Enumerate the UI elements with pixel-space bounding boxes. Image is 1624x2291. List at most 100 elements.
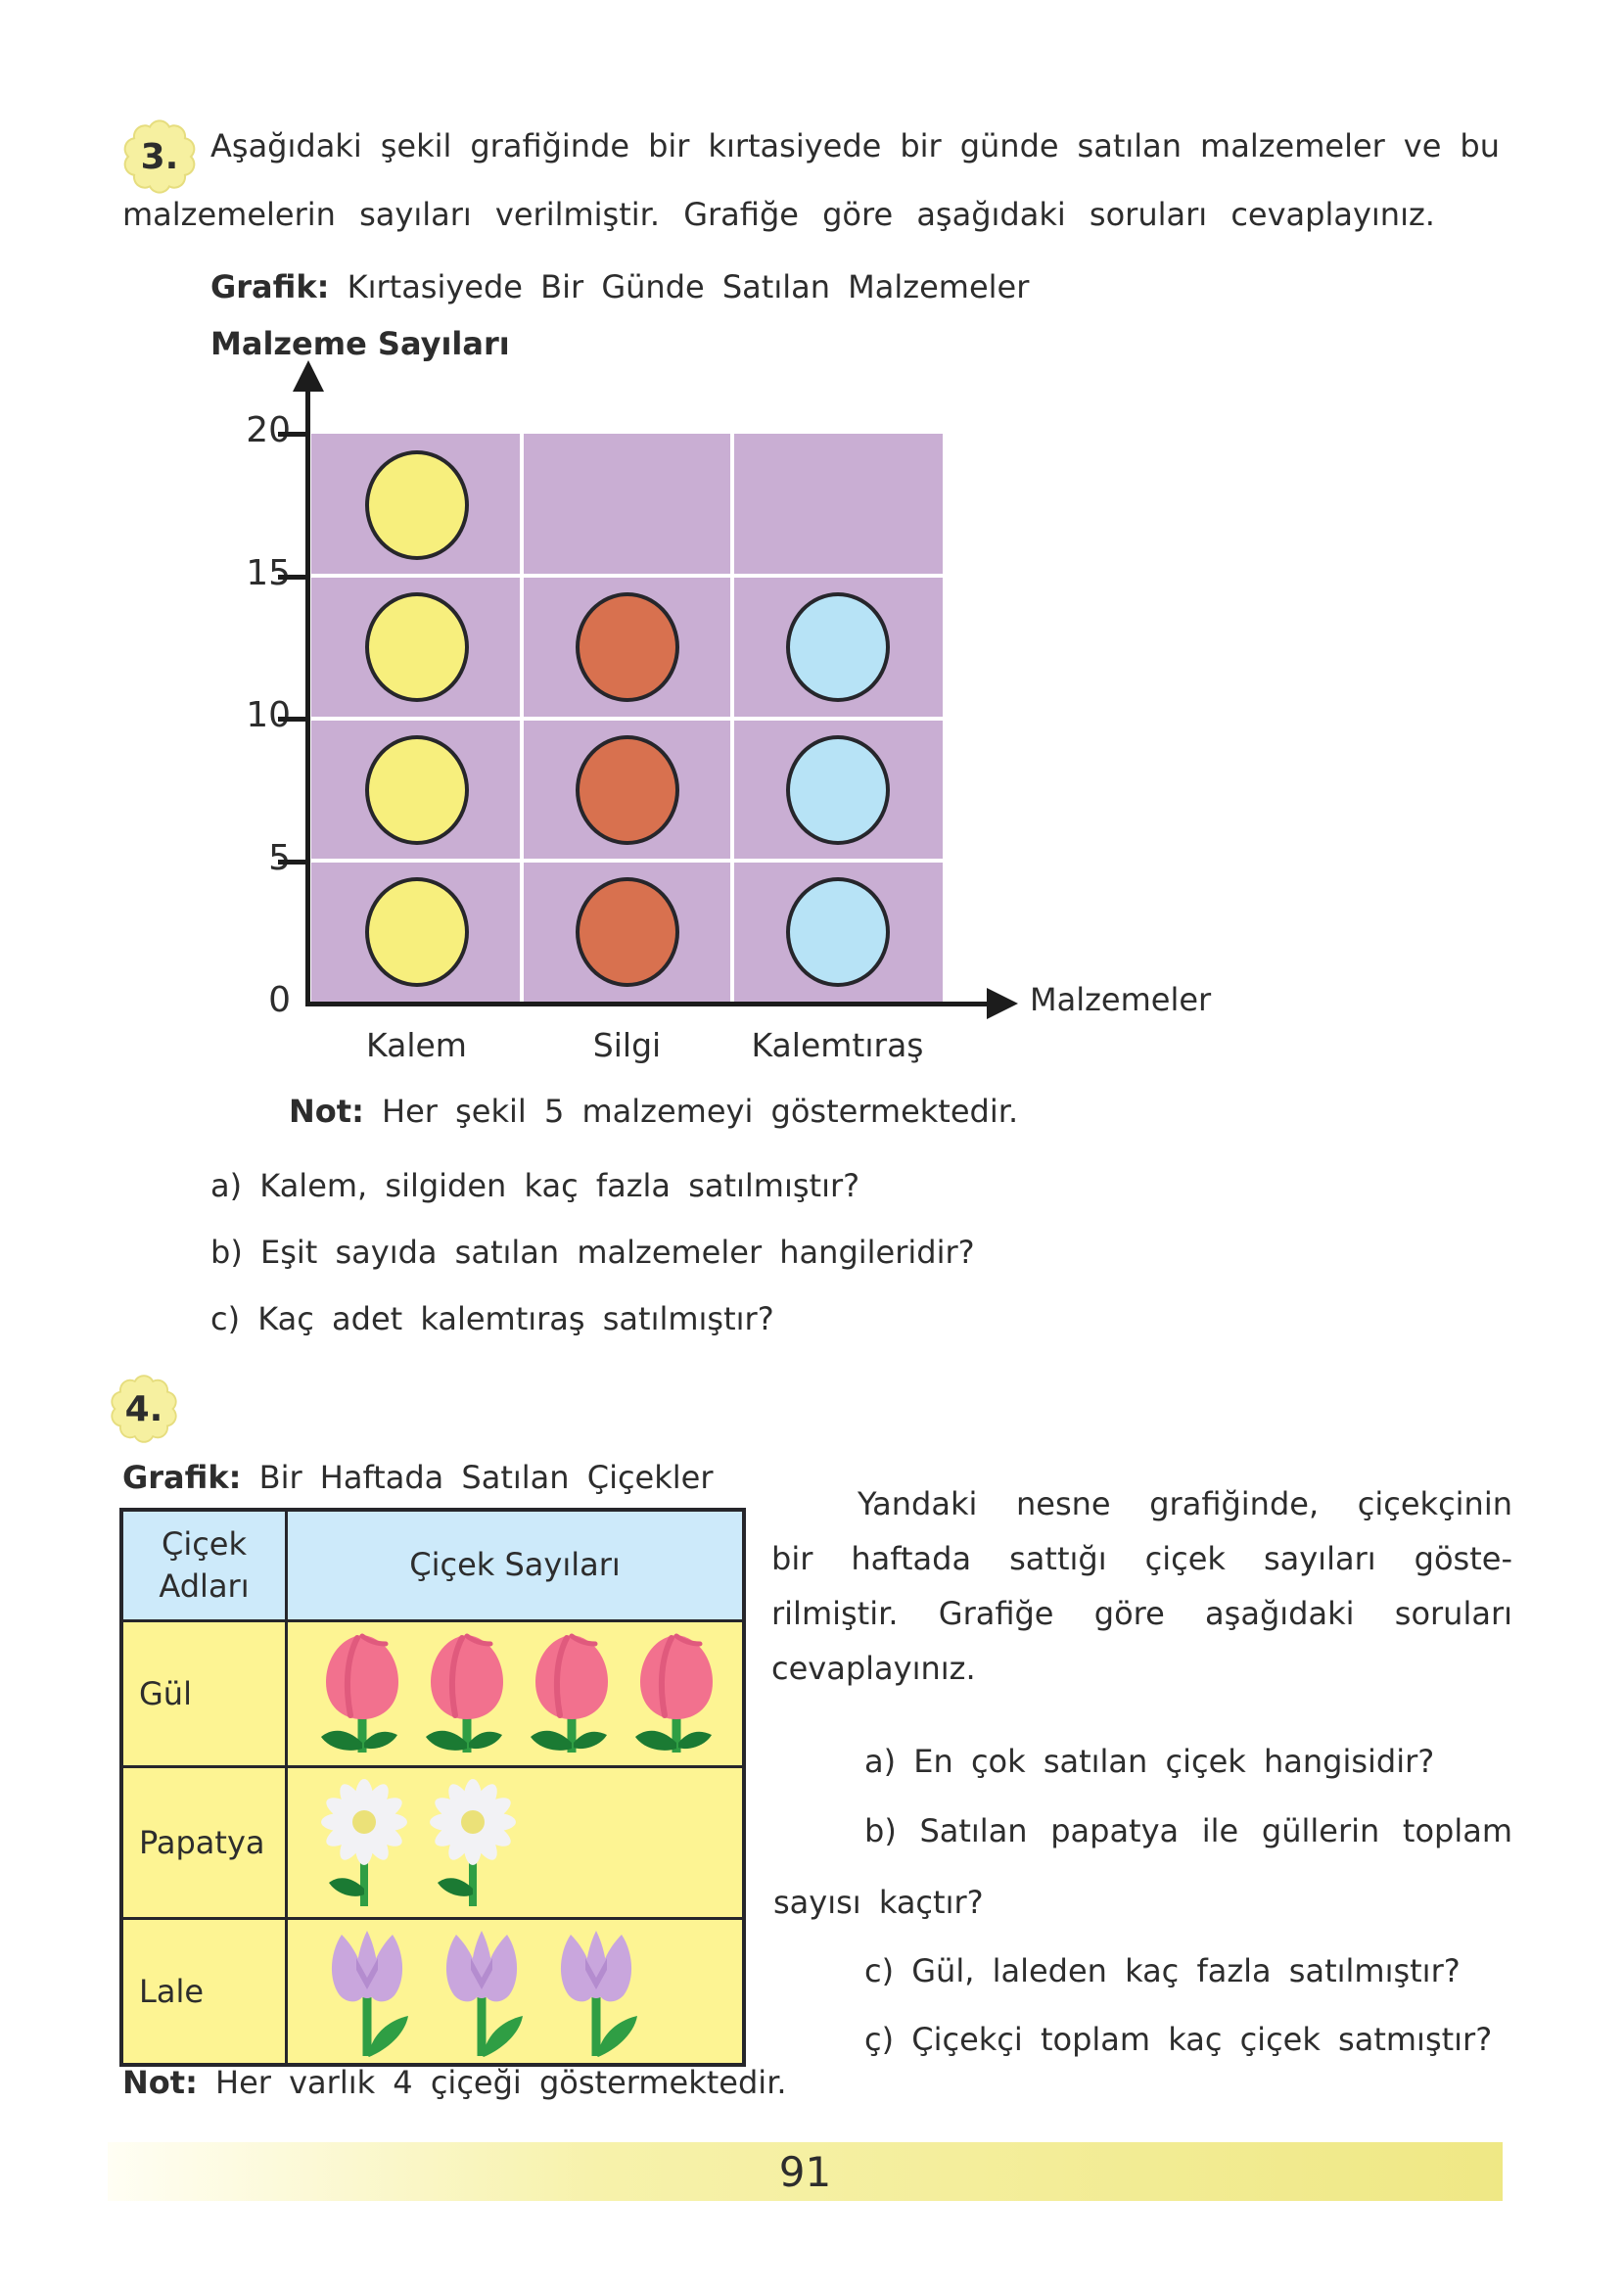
gridline-h (311, 574, 943, 578)
question-4-badge: 4. (108, 1373, 180, 1445)
y-tick-label: 0 (268, 980, 291, 1020)
table-header-row: Çiçek Adları Çiçek Sayıları (123, 1512, 742, 1619)
q4-question-cc: ç) Çiçekçi toplam kaç çiçek satmıştır? (864, 2019, 1492, 2060)
q3-question-c-label: c) (210, 1300, 241, 1337)
q4-intro-line3: rilmiştir. Grafiğe göre aşağıdaki sorula… (771, 1595, 1512, 1632)
q3-note: Not: Her şekil 5 malzemeyi göstermektedi… (289, 1091, 1018, 1132)
tulip-icon (542, 1923, 650, 2060)
q4-chart-caption: Grafik: Bir Haftada Satılan Çiçekler (122, 1457, 714, 1498)
x-axis-arrow-icon (987, 988, 1018, 1019)
gridline-h (311, 717, 943, 721)
q3-question-c-text: Kaç adet kalemtıraş satılmıştır? (257, 1300, 774, 1337)
chart-symbol-kalem (364, 734, 469, 845)
flower-badge-shape (123, 119, 196, 194)
q4-question-cc-text: Çiçekçi toplam kaç çiçek satmıştır? (911, 2021, 1493, 2058)
q3-question-b-text: Eşit sayıda satılan malzemeler hangileri… (259, 1234, 975, 1271)
table-row-lale: Lale (123, 1917, 742, 2063)
flower-table: Çiçek Adları Çiçek Sayıları Gül Papatya … (119, 1508, 746, 2067)
q3-intro-line1: Aşağıdaki şekil grafiğinde bir kırtasiye… (210, 127, 1500, 164)
q4-question-a-text: En çok satılan çiçek hangisidir? (913, 1743, 1435, 1780)
chart-symbol-silgi (575, 877, 679, 988)
q3-chart-caption: Grafik: Kırtasiyede Bir Günde Satılan Ma… (210, 266, 1029, 307)
row-flowers-gul (288, 1622, 742, 1765)
note-label: Not: (289, 1093, 364, 1130)
row-label-gul: Gül (123, 1622, 288, 1765)
y-axis-title: Malzeme Sayıları (210, 325, 510, 362)
chart-symbol-silgi (575, 592, 679, 703)
y-tick-label: 20 (246, 410, 291, 450)
y-tick-label: 10 (246, 695, 291, 735)
q4-question-a-label: a) (864, 1743, 897, 1780)
q3-question-b: b) Eşit sayıda satılan malzemeler hangil… (210, 1232, 975, 1273)
question-3-badge: 3. (120, 117, 199, 196)
rose-icon (313, 1633, 411, 1754)
q4-question-cc-label: ç) (864, 2021, 895, 2058)
y-tick-mark (278, 859, 310, 865)
chart-symbol-kalem (364, 592, 469, 703)
row-flowers-lale (288, 1920, 742, 2063)
q3-intro-line2: malzemelerin sayıları verilmiştir. Grafi… (122, 196, 1435, 233)
question-3-number: 3. (140, 136, 179, 177)
table-row-gul: Gül (123, 1619, 742, 1765)
note-label: Not: (122, 2064, 198, 2101)
q4-question-b-text: Satılan papatya ile güllerin toplam (919, 1812, 1513, 1849)
note-text: Her varlık 4 çiçeği göstermektedir. (215, 2064, 787, 2101)
chart-symbol-silgi (575, 734, 679, 845)
pictograph-plot (311, 434, 943, 1004)
q4-intro-line4: cevaplayınız. (771, 1650, 976, 1687)
table-row-papatya: Papatya (123, 1765, 742, 1917)
header-flower-names: Çiçek Adları (123, 1512, 288, 1619)
tulip-icon (428, 1923, 535, 2060)
x-category-label: Kalem (366, 1026, 467, 1064)
row-label-papatya: Papatya (123, 1768, 288, 1917)
x-axis (305, 1002, 991, 1006)
q3-question-c: c) Kaç adet kalemtıraş satılmıştır? (210, 1298, 774, 1339)
rose-icon (627, 1633, 725, 1754)
q3-question-b-label: b) (210, 1234, 243, 1271)
y-axis (305, 390, 310, 1006)
x-axis-labels: Kalem Silgi Kalemtıraş (311, 1026, 943, 1077)
y-tick-mark (278, 574, 310, 580)
chart-symbol-kalemtıraş (785, 877, 890, 988)
page-footer-bar: 91 (108, 2142, 1503, 2201)
q4-question-c-text: Gül, laleden kaç fazla satılmıştır? (911, 1952, 1461, 1989)
chart-symbol-kalem (364, 449, 469, 560)
grafik-title: Bir Haftada Satılan Çiçekler (258, 1459, 714, 1496)
q4-question-a: a) En çok satılan çiçek hangisidir? (864, 1741, 1434, 1782)
header-flower-counts: Çiçek Sayıları (409, 1546, 621, 1584)
page-number: 91 (778, 2147, 832, 2196)
question-4-number: 4. (124, 1388, 163, 1429)
q3-question-a: a) Kalem, silgiden kaç fazla satılmıştır… (210, 1165, 859, 1206)
chart-symbol-kalem (364, 877, 469, 988)
rose-icon (418, 1633, 516, 1754)
gridline-v (730, 434, 734, 1004)
q3-question-a-text: Kalem, silgiden kaç fazla satılmıştır? (259, 1167, 860, 1204)
y-tick-label: 15 (246, 552, 291, 593)
q4-question-b: b) Satılan papatya ile güllerin toplam (864, 1811, 1512, 1852)
rose-icon (523, 1633, 621, 1754)
y-tick-mark (278, 432, 310, 437)
daisy-icon (313, 1775, 415, 1910)
y-axis-arrow-icon (293, 360, 324, 392)
grafik-label: Grafik: (122, 1459, 242, 1496)
daisy-icon (422, 1775, 524, 1910)
note-text: Her şekil 5 malzemeyi göstermektedir. (382, 1093, 1019, 1130)
x-axis-title: Malzemeler (1030, 981, 1212, 1018)
q4-intro-line1: Yandaki nesne grafiğinde, çiçekçinin (858, 1485, 1512, 1522)
flower-badge-shape (111, 1375, 177, 1443)
q3-question-a-label: a) (210, 1167, 243, 1204)
chart-symbol-kalemtıraş (785, 734, 890, 845)
grafik-label: Grafik: (210, 268, 330, 305)
grafik-title: Kırtasiyede Bir Günde Satılan Malzemeler (347, 268, 1030, 305)
row-label-lale: Lale (123, 1920, 288, 2063)
q4-question-c-label: c) (864, 1952, 895, 1989)
y-tick-mark (278, 717, 310, 722)
q4-question-c: c) Gül, laleden kaç fazla satılmıştır? (864, 1950, 1461, 1991)
x-category-label: Silgi (592, 1026, 662, 1064)
q4-question-b-label: b) (864, 1812, 897, 1849)
tulip-icon (313, 1923, 421, 2060)
x-category-label: Kalemtıraş (751, 1026, 924, 1064)
y-tick-label: 5 (268, 837, 291, 878)
chart-symbol-kalemtıraş (785, 592, 890, 703)
